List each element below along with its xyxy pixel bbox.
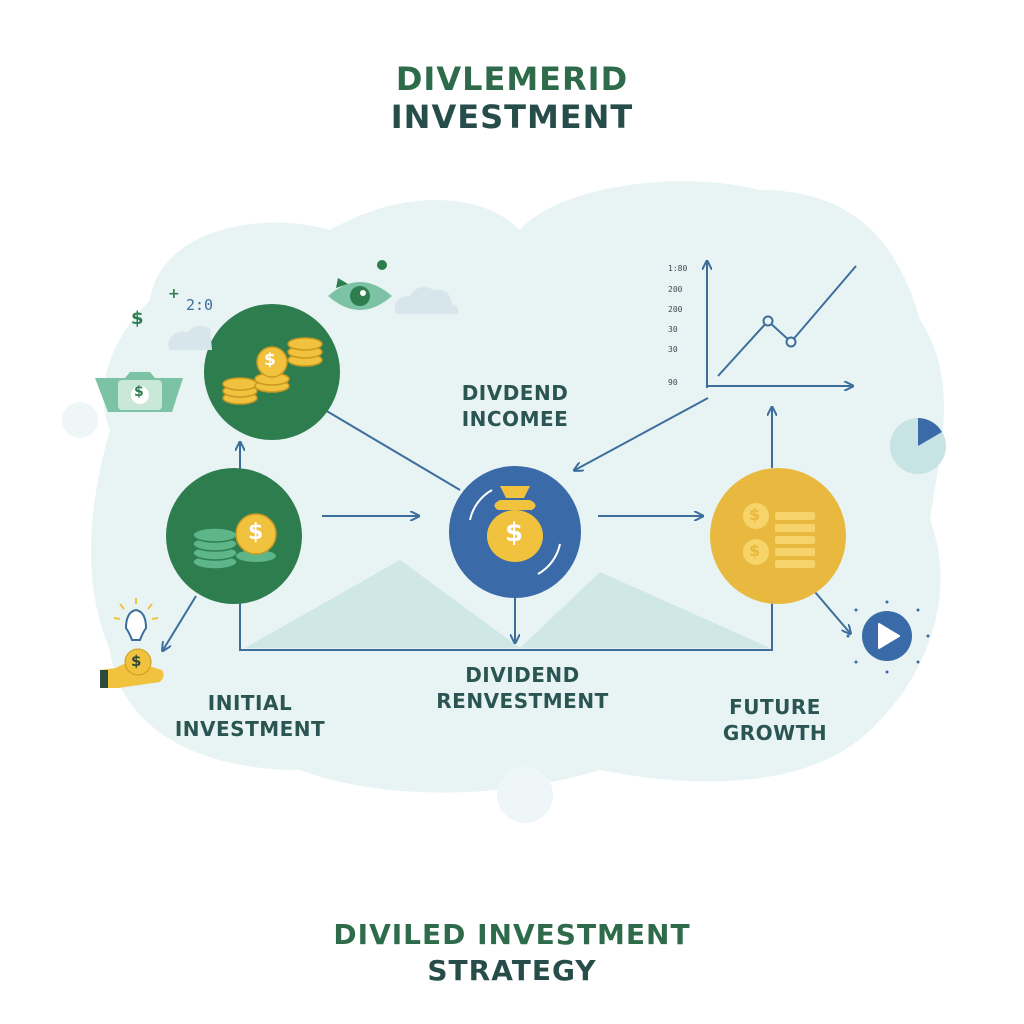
cloud-left-icon <box>168 325 212 350</box>
reinvestment-label: DIVIDEND RENVESTMENT <box>436 663 609 713</box>
chart-y-label: 200 <box>668 285 683 294</box>
dividend-center-circle <box>449 466 581 598</box>
hand-dollar-icon: $ <box>131 652 142 670</box>
plus-icon: + <box>168 286 180 302</box>
play-button-icon[interactable] <box>846 600 930 674</box>
mountain-shape-right <box>520 572 770 648</box>
income-label: DIVDEND INCOMEE <box>461 381 569 431</box>
chart-y-label: 1:80 <box>668 264 688 273</box>
lightbulb-icon <box>113 598 159 641</box>
blob-bubble-bottom <box>497 767 553 823</box>
initial-investment-circle <box>166 468 302 604</box>
chart-y-label: 90 <box>668 378 678 387</box>
eye-icon <box>328 278 392 310</box>
chart-y-label: 200 <box>668 305 683 314</box>
initial-investment-label: INITIAL INVESTMENT <box>174 691 326 741</box>
growth-line-chart <box>707 262 857 388</box>
chart-line <box>717 265 857 377</box>
small-label-2-0: 2:0 <box>186 296 214 314</box>
footer-line2: STRATEGY <box>427 954 597 987</box>
blob-bubble-left <box>62 402 98 438</box>
future-growth-label: FUTURE GROWTH <box>722 695 828 745</box>
wallet-icon <box>95 372 183 412</box>
chart-point-2 <box>785 336 797 348</box>
arrow-top-to-center <box>324 409 461 491</box>
coin-dollar-initial-icon: $ <box>248 520 264 545</box>
header-title-line1: DIVLEMERID <box>395 60 629 98</box>
footer-line1: DIVILED INVESTMENT <box>333 918 691 951</box>
arrow-growth-to-play <box>814 591 850 633</box>
loop-line <box>239 598 773 651</box>
coin-dollar-growth2-icon: $ <box>749 541 761 560</box>
cloud-right-icon <box>394 287 459 314</box>
coins-stack-circle <box>204 304 340 440</box>
arrow-start-to-hand <box>163 595 197 650</box>
dollar-sign-icon: $ <box>131 308 144 329</box>
chart-y-label: 30 <box>668 345 678 354</box>
coin-dollar-top-icon: $ <box>264 350 276 370</box>
dot-icon <box>377 260 387 270</box>
future-growth-circle <box>710 468 846 604</box>
chart-y-label: 30 <box>668 325 678 334</box>
mountain-shape-left <box>245 560 520 648</box>
money-bag-dollar-icon: $ <box>505 518 524 548</box>
wallet-dollar-icon: $ <box>134 384 144 400</box>
hand-coin-icon <box>100 648 164 688</box>
coin-dollar-growth1-icon: $ <box>749 505 761 524</box>
chart-point-1 <box>762 315 774 327</box>
flow-arrows <box>163 397 850 651</box>
header-title-line2: INVESTMENT <box>390 98 634 136</box>
arrow-chart-to-center <box>575 397 709 470</box>
pie-chart-icon <box>890 418 946 474</box>
